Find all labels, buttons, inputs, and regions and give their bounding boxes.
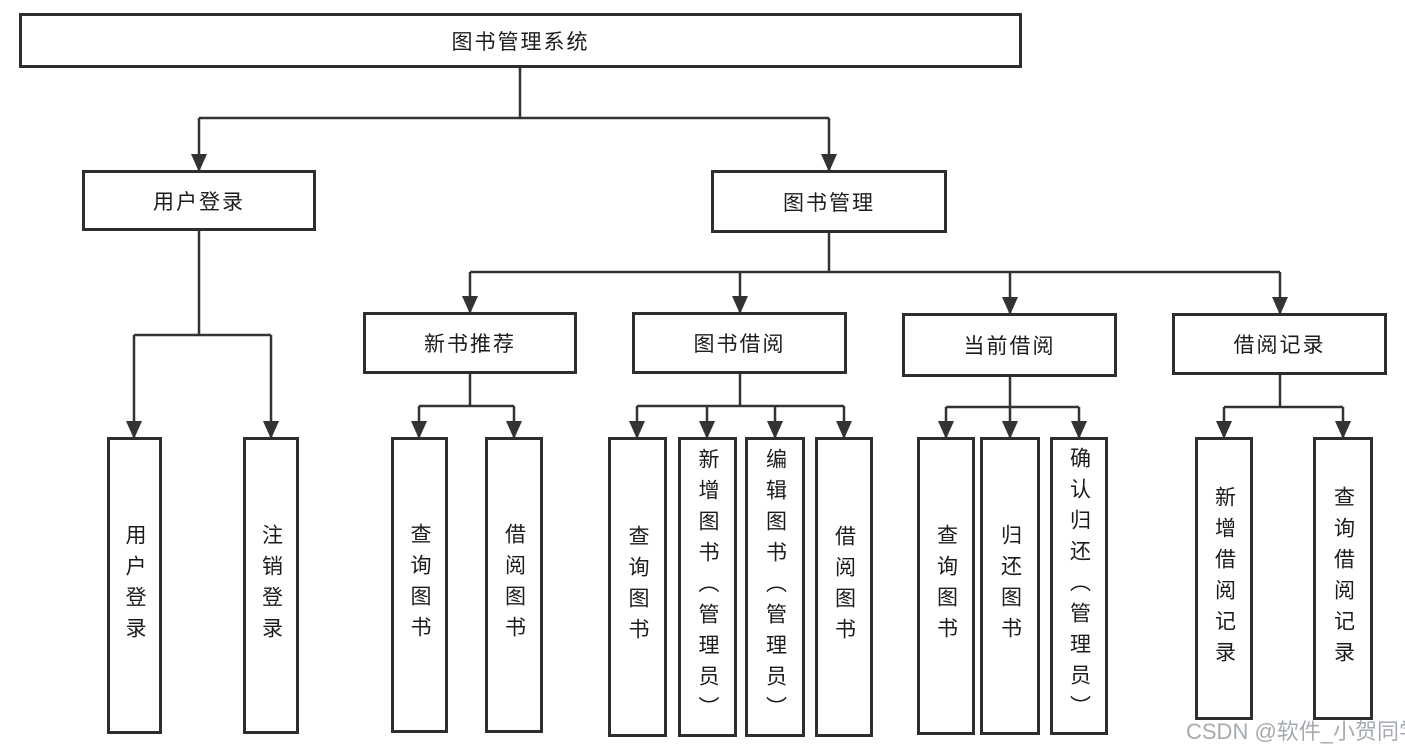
leaf-cb-return-books: 归还图书: [980, 437, 1040, 735]
node-book-borrowing: 图书借阅: [632, 312, 847, 374]
node-book-borrowing-label: 图书借阅: [693, 333, 786, 356]
leaf-nbr-borrow-books: 借阅图书: [485, 437, 543, 733]
node-new-book-recommendation: 新书推荐: [363, 312, 577, 374]
node-root: 图书管理系统: [19, 13, 1022, 68]
leaf-bb-edit-books-admin-label: 编辑图书（管理员）: [763, 447, 787, 727]
leaf-bb-add-books-admin-label: 新增图书（管理员）: [696, 447, 720, 727]
leaf-cb-confirm-return-admin: 确认归还（管理员）: [1050, 437, 1108, 735]
node-borrowing-records: 借阅记录: [1172, 313, 1387, 375]
leaf-br-query-borrow-record-label: 查询借阅记录: [1331, 485, 1355, 672]
node-borrowing-records-label: 借阅记录: [1233, 334, 1326, 357]
leaf-bb-query-books: 查询图书: [608, 437, 667, 737]
leaf-bb-borrow-books: 借阅图书: [815, 437, 873, 737]
node-book-management-label: 图书管理: [783, 191, 875, 215]
node-current-borrowing-label: 当前借阅: [963, 335, 1056, 358]
leaf-logout-login-label: 注销登录: [259, 523, 283, 648]
node-current-borrowing: 当前借阅: [902, 313, 1117, 377]
leaf-cb-return-books-label: 归还图书: [998, 524, 1022, 648]
leaf-nbr-query-books-label: 查询图书: [408, 523, 432, 647]
leaf-br-add-borrow-record: 新增借阅记录: [1195, 437, 1253, 720]
leaf-nbr-borrow-books-label: 借阅图书: [502, 523, 526, 647]
leaf-bb-add-books-admin: 新增图书（管理员）: [678, 437, 737, 737]
leaf-br-query-borrow-record: 查询借阅记录: [1313, 437, 1373, 720]
node-user-login: 用户登录: [82, 170, 316, 231]
leaf-bb-borrow-books-label: 借阅图书: [832, 525, 856, 649]
leaf-cb-query-books: 查询图书: [917, 437, 975, 735]
node-book-management: 图书管理: [711, 170, 947, 233]
leaf-cb-query-books-label: 查询图书: [934, 524, 958, 648]
leaf-nbr-query-books: 查询图书: [391, 437, 448, 733]
leaf-bb-edit-books-admin: 编辑图书（管理员）: [745, 437, 805, 737]
leaf-cb-confirm-return-admin-label: 确认归还（管理员）: [1067, 446, 1091, 726]
node-user-login-label: 用户登录: [153, 190, 245, 214]
leaf-user-login: 用户登录: [107, 437, 162, 734]
csdn-watermark: CSDN @软件_小贺同学: [1186, 719, 1405, 744]
leaf-user-login-label: 用户登录: [123, 523, 147, 648]
leaf-logout-login: 注销登录: [243, 437, 299, 734]
node-new-book-recommendation-label: 新书推荐: [424, 333, 516, 356]
node-root-label: 图书管理系统: [451, 30, 590, 54]
leaf-br-add-borrow-record-label: 新增借阅记录: [1212, 485, 1236, 672]
leaf-bb-query-books-label: 查询图书: [626, 525, 650, 649]
